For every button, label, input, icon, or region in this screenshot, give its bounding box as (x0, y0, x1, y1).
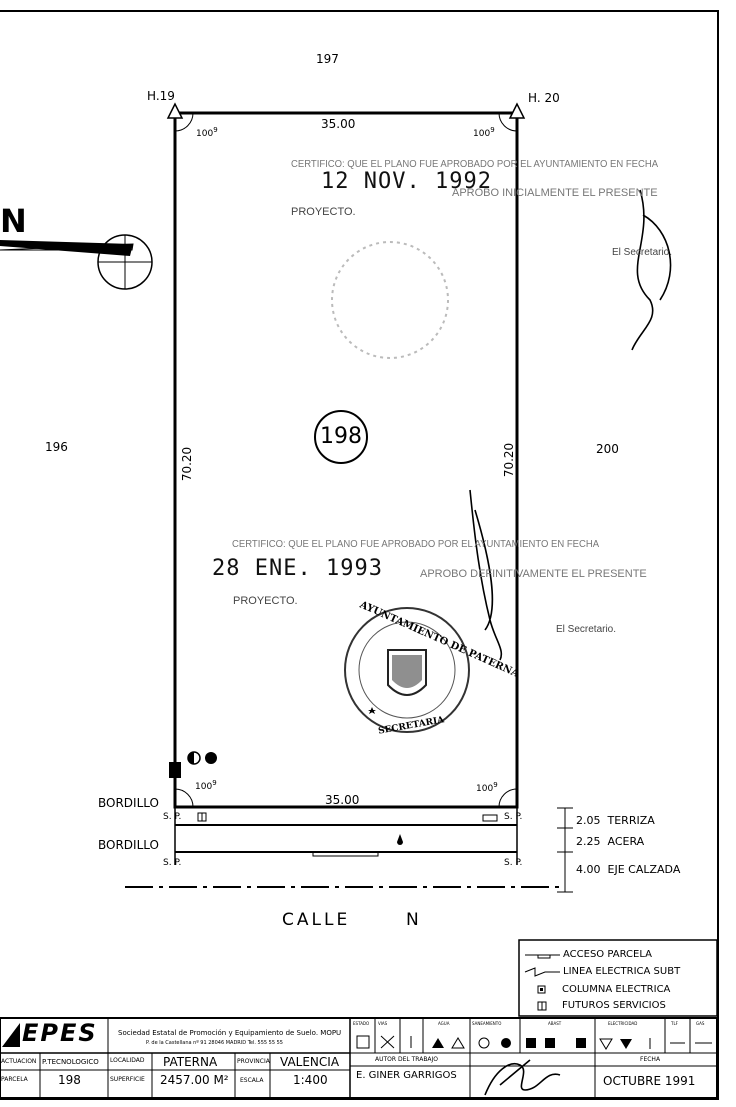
left-height-dimension: 70.20 (180, 446, 195, 482)
signature-3 (484, 1059, 561, 1096)
sp-left-2: S. P. (163, 858, 182, 868)
company-address: P. de la Castellana nº 91 28046 MADRID T… (146, 1040, 283, 1046)
signature-2 (469, 489, 503, 661)
signature-1 (631, 189, 672, 351)
bottom-width-dimension: 35.00 (325, 793, 360, 807)
col-header-tlf: TLF (671, 1021, 678, 1026)
legend-box (518, 939, 718, 1017)
col-header-electricidad: ELECTRICIDAD (608, 1021, 638, 1026)
angle-bottom-right: 1009 (476, 781, 498, 794)
escala-value: 1:400 (293, 1073, 328, 1087)
parcel-number-circle (314, 410, 368, 464)
stamp2-line1: CERTIFICO: QUE EL PLANO FUE APROBADO POR… (232, 539, 600, 550)
col-header-agua: AGUA (438, 1021, 450, 1026)
full-circle-symbol (205, 752, 217, 764)
stamp2-line2: APROBO DEFINITIVAMENTE EL PRESENTE (420, 568, 647, 580)
page-border-right (717, 10, 719, 1100)
corner-arc-bl (174, 788, 194, 808)
col-header-vias: VIAS (378, 1021, 388, 1026)
page-border-top (0, 10, 719, 12)
parcel-number: 198 (320, 424, 362, 449)
corner-arc-br (498, 788, 518, 808)
dim-eje-calzada: 4.00 EJE CALZADA (576, 863, 681, 876)
angle-bottom-left: 1009 (195, 779, 217, 792)
neighbor-parcel-197: 197 (316, 52, 339, 66)
north-arrow (0, 234, 153, 290)
autor-label: AUTOR DEL TRABAJO (375, 1056, 439, 1063)
legend-item-access: ACCESO PARCELA (563, 949, 652, 960)
superficie-label: SUPERFICIE (110, 1076, 145, 1083)
legend-item-electric-column: COLUMNA ELECTRICA (562, 984, 671, 995)
angle-top-right: 1009 (473, 126, 495, 139)
bordillo-label-1: BORDILLO (98, 796, 159, 810)
faint-seal (331, 241, 449, 359)
parcela-label: PARCELA (1, 1076, 28, 1083)
sp-right-1: S. P. (504, 812, 523, 822)
fecha-value: OCTUBRE 1991 (603, 1074, 696, 1088)
hito-label-h19: H.19 (147, 89, 175, 103)
stamp1-line2: APROBO INICIALMENTE EL PRESENTE (452, 187, 658, 199)
hito-marker-h19 (166, 102, 184, 119)
legend-item-future-services: FUTUROS SERVICIOS (562, 1000, 666, 1011)
street-label: CALLE (282, 910, 351, 930)
drain-symbol (397, 834, 403, 845)
stamp2-secretary: El Secretario. (556, 624, 617, 635)
parcel-boundary (173, 111, 519, 809)
col-header-saneamiento: SANEAMIENTO (472, 1021, 502, 1026)
autor-value: E. GINER GARRIGOS (356, 1070, 457, 1081)
access-marker (312, 851, 379, 857)
stamp1-line3: PROYECTO. (291, 206, 356, 218)
epes-logo-mark (2, 1023, 20, 1047)
street-name: N (406, 910, 422, 930)
angle-top-left: 1009 (196, 126, 218, 139)
localidad-value: PATERNA (163, 1055, 218, 1069)
dim-acera: 2.25 ACERA (576, 835, 645, 848)
dim-terriza: 2.05 TERRIZA (576, 814, 655, 827)
col-header-abast: ABAST (548, 1021, 562, 1026)
hito-marker-h20 (508, 102, 526, 119)
stamp1-line1: CERTIFICO: QUE EL PLANO FUE APROBADO POR… (291, 159, 659, 170)
top-width-dimension: 35.00 (321, 117, 356, 131)
corner-arc-tl (174, 112, 194, 132)
fecha-label: FECHA (640, 1056, 661, 1063)
actuacion-value: P.TECNOLOGICO (42, 1058, 99, 1066)
corner-arc-tr (498, 112, 518, 132)
stamp2-line3: PROYECTO. (233, 595, 298, 607)
neighbor-parcel-196: 196 (45, 440, 68, 454)
electric-column-symbol (169, 762, 181, 778)
stamp2-date: 28 ENE. 1993 (212, 556, 383, 581)
superficie-value: 2457.00 M² (160, 1073, 229, 1087)
company-name: Sociedad Estatal de Promoción y Equipami… (118, 1029, 342, 1037)
sp-left-1: S. P. (163, 812, 182, 822)
provincia-value: VALENCIA (280, 1055, 340, 1069)
bordillo-label-2: BORDILLO (98, 838, 159, 852)
localidad-label: LOCALIDAD (110, 1057, 145, 1064)
col-header-gas: GAS (696, 1021, 705, 1026)
municipal-seal (344, 607, 470, 733)
provincia-label: PROVINCIA (237, 1058, 270, 1065)
stamp1-secretary: El Secretario. (612, 247, 673, 258)
col-header-estado: ESTADO (353, 1021, 370, 1026)
epes-logo: EPES (22, 1019, 98, 1047)
escala-label: ESCALA (240, 1077, 264, 1084)
stamp1-date: 12 NOV. 1992 (321, 169, 492, 194)
title-block-frame (0, 1017, 718, 1099)
neighbor-parcel-200: 200 (596, 442, 619, 456)
legend-item-power-line: LINEA ELECTRICA SUBT (563, 966, 681, 977)
parcela-value: 198 (58, 1073, 81, 1087)
right-height-dimension: 70.20 (502, 442, 517, 478)
actuacion-label: ACTUACION (1, 1058, 37, 1065)
hito-label-h20: H. 20 (528, 91, 560, 105)
north-label: N (0, 202, 27, 240)
sp-right-2: S. P. (504, 858, 523, 868)
